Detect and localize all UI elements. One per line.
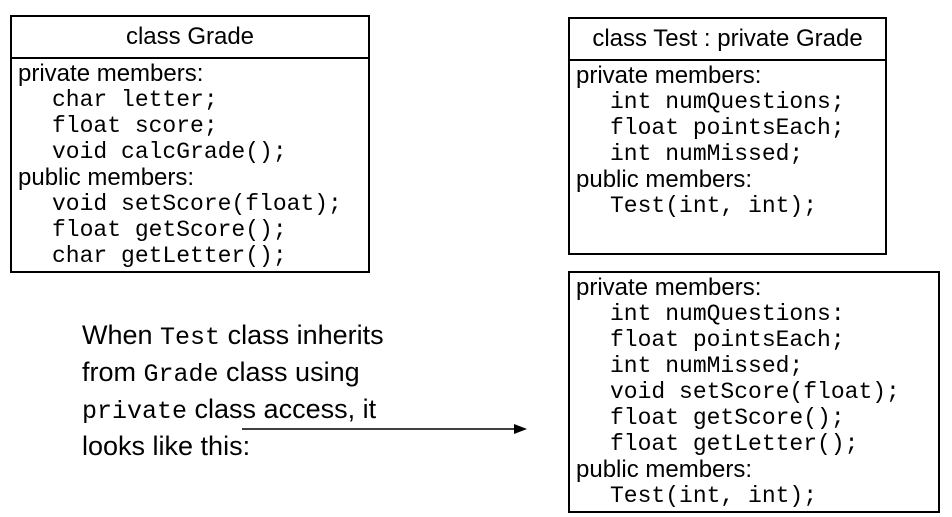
explanation-line: private class access, it	[82, 392, 502, 429]
member-code-line: float getScore();	[610, 405, 845, 431]
section-heading: private members:	[576, 274, 762, 301]
section-heading: private members:	[18, 60, 204, 87]
test-class-box: class Test : private Grade private membe…	[568, 17, 887, 255]
text-segment: When	[82, 320, 161, 350]
explanation-line: looks like this:	[82, 429, 502, 463]
section-heading: public members:	[576, 166, 753, 193]
grade-box-members: private members:char letter;float score;…	[12, 59, 368, 271]
section-heading: public members:	[576, 456, 753, 483]
code-term: private	[82, 397, 188, 426]
result-class-box: private members:int numQuestions:float p…	[568, 271, 940, 513]
text-segment: looks like this:	[82, 431, 251, 461]
grade-class-box: class Grade private members:char letter;…	[10, 15, 370, 273]
member-code-line: char letter;	[52, 87, 218, 113]
text-segment: from	[82, 357, 144, 387]
section-heading: private members:	[576, 62, 762, 89]
member-code-line: Test(int, int);	[610, 483, 818, 509]
member-code-line: int numQuestions:	[610, 301, 845, 327]
text-segment: class using	[218, 357, 360, 387]
test-box-members: private members:int numQuestions;float p…	[570, 61, 885, 221]
result-box-members: private members:int numQuestions:float p…	[570, 273, 938, 511]
member-code-line: float pointsEach;	[610, 115, 845, 141]
code-term: Grade	[143, 360, 219, 389]
member-code-line: float pointsEach;	[610, 327, 845, 353]
explanation-line: from Grade class using	[82, 355, 502, 392]
member-code-line: int numQuestions;	[610, 89, 845, 115]
inheritance-arrow	[242, 424, 527, 434]
member-code-line: char getLetter();	[52, 243, 287, 269]
section-heading: public members:	[18, 164, 195, 191]
member-code-line: Test(int, int);	[610, 193, 818, 219]
test-box-title: class Test : private Grade	[570, 19, 885, 61]
code-term: Test	[160, 323, 221, 352]
member-code-line: float getLetter();	[610, 431, 859, 457]
text-segment: class inherits	[220, 320, 384, 350]
member-code-line: float getScore();	[52, 217, 287, 243]
member-code-line: int numMissed;	[610, 141, 804, 167]
text-segment: class access, it	[187, 394, 377, 424]
member-code-line: void calcGrade();	[52, 139, 287, 165]
member-code-line: int numMissed;	[610, 353, 804, 379]
explanation-line: When Test class inherits	[82, 318, 502, 355]
member-code-line: void setScore(float);	[610, 379, 900, 405]
grade-box-title: class Grade	[12, 17, 368, 59]
member-code-line: float score;	[52, 113, 218, 139]
member-code-line: void setScore(float);	[52, 191, 342, 217]
